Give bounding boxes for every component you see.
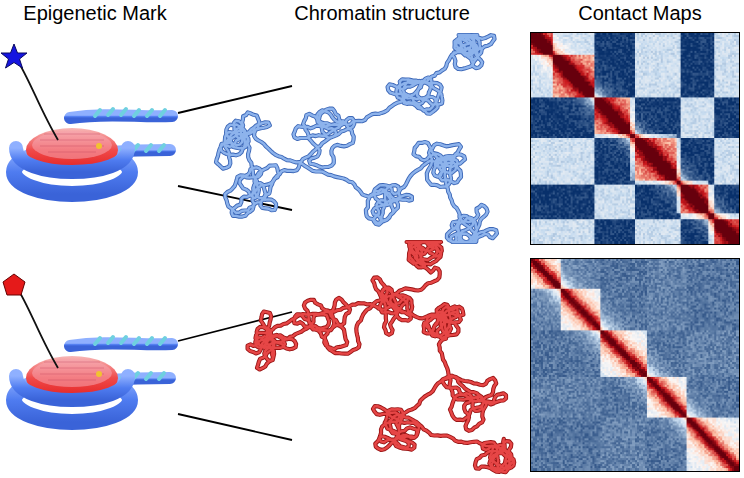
contact-map xyxy=(530,32,740,245)
chromatin-polymer xyxy=(248,242,515,472)
column-heading: Contact Maps xyxy=(578,2,701,25)
chromatin-polymer xyxy=(216,35,497,242)
chromatin-polymer xyxy=(248,242,515,472)
chromatin-polymer xyxy=(216,35,497,242)
column-heading: Epigenetic Mark xyxy=(23,2,166,25)
column-heading: Chromatin structure xyxy=(294,2,470,25)
contact-map xyxy=(530,258,740,472)
